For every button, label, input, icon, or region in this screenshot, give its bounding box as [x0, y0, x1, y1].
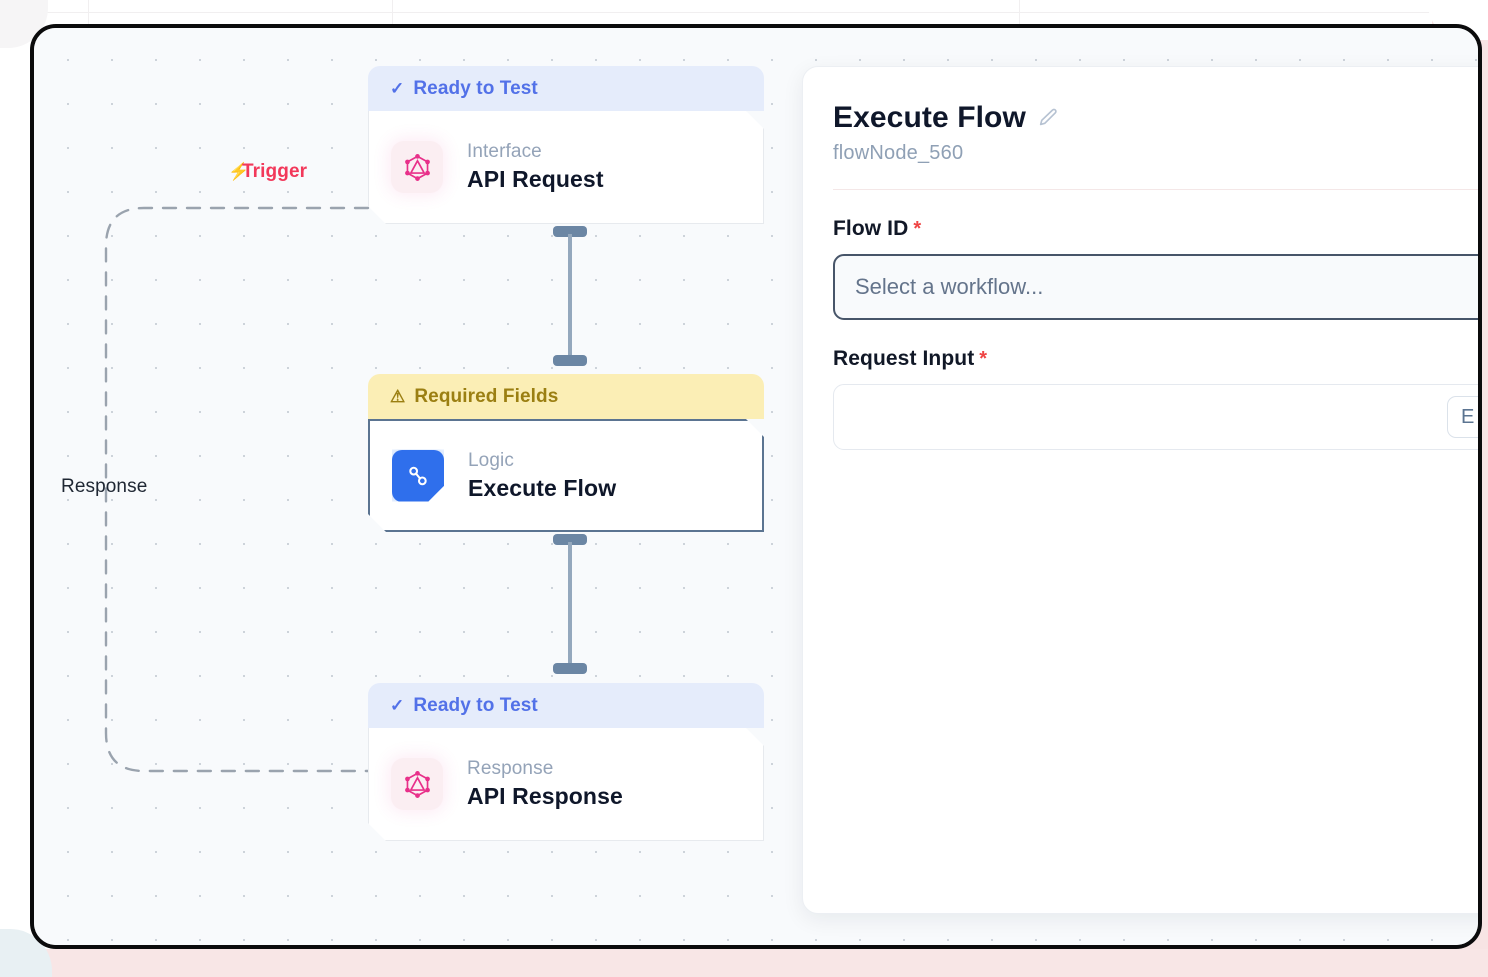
node-status-text: Required Fields	[414, 385, 559, 407]
node-api-request[interactable]: ✓ Ready to Test	[368, 66, 764, 224]
workflow-editor-window: ⚡ Trigger Response ✓ Ready to Test	[30, 24, 1482, 949]
node-card-body[interactable]: Logic Execute Flow	[368, 419, 764, 532]
field-label: Flow ID *	[833, 217, 1478, 241]
node-text-block: Interface API Request	[467, 141, 604, 193]
node-title-label: API Response	[467, 783, 623, 809]
node-status-text: Ready to Test	[413, 694, 538, 716]
field-label-text: Flow ID	[833, 217, 909, 240]
page-title: Execute Flow	[833, 101, 1026, 134]
response-label-text: Response	[61, 476, 148, 497]
required-asterisk: *	[913, 218, 922, 240]
flow-id-select[interactable]: Select a workflow...	[833, 254, 1478, 320]
lightning-bolt-icon: ⚡	[228, 162, 250, 181]
node-status-text: Ready to Test	[413, 77, 538, 99]
warning-triangle-icon: ⚠	[390, 387, 406, 406]
backdrop-guide-line	[0, 12, 1488, 13]
node-card-body[interactable]: Response API Response	[368, 728, 764, 841]
check-icon: ✓	[390, 696, 405, 715]
request-input-edit-button[interactable]: E	[1447, 396, 1478, 438]
response-label: Response	[61, 476, 147, 498]
request-input-wrapper: E	[833, 384, 1478, 450]
node-inspector-panel: Execute Flow flowNode_560 Flow ID * Sele…	[802, 66, 1478, 914]
node-kind-label: Interface	[467, 141, 542, 162]
node-text-block: Logic Execute Flow	[468, 450, 616, 502]
node-title-label: Execute Flow	[468, 474, 617, 501]
node-card-body[interactable]: Interface API Request	[368, 111, 764, 224]
request-input-field[interactable]	[833, 384, 1478, 450]
field-label-text: Request Input	[833, 347, 975, 370]
node-connector	[553, 534, 587, 674]
graphql-icon	[391, 758, 443, 810]
trigger-label-text: Trigger	[242, 161, 308, 182]
node-execute-flow[interactable]: ⚠ Required Fields Logic Execute Flow	[368, 374, 764, 532]
check-icon: ✓	[390, 79, 405, 98]
node-connector	[553, 226, 587, 366]
graphql-icon	[391, 141, 443, 193]
node-api-response[interactable]: ✓ Ready to Test	[368, 683, 764, 841]
node-status-badge: ⚠ Required Fields	[368, 374, 764, 419]
node-title-label: API Request	[467, 166, 604, 192]
required-asterisk: *	[979, 348, 988, 370]
pencil-icon[interactable]	[1037, 107, 1059, 129]
backdrop-accent-bottom	[0, 949, 1488, 977]
divider	[833, 189, 1478, 190]
field-flow-id: Flow ID * Select a workflow...	[833, 217, 1478, 320]
field-request-input: Request Input * E	[833, 347, 1478, 450]
node-text-block: Response API Response	[467, 758, 623, 810]
flow-id-select-placeholder: Select a workflow...	[855, 274, 1044, 299]
flow-branch-icon	[392, 450, 444, 502]
field-label: Request Input *	[833, 347, 1478, 371]
inspector-header: Execute Flow	[833, 101, 1478, 135]
node-kind-label: Logic	[468, 449, 514, 471]
node-kind-label: Response	[467, 758, 554, 779]
node-status-badge: ✓ Ready to Test	[368, 66, 764, 111]
node-id-label: flowNode_560	[833, 142, 964, 164]
node-status-badge: ✓ Ready to Test	[368, 683, 764, 728]
trigger-label: ⚡ Trigger	[228, 161, 307, 183]
